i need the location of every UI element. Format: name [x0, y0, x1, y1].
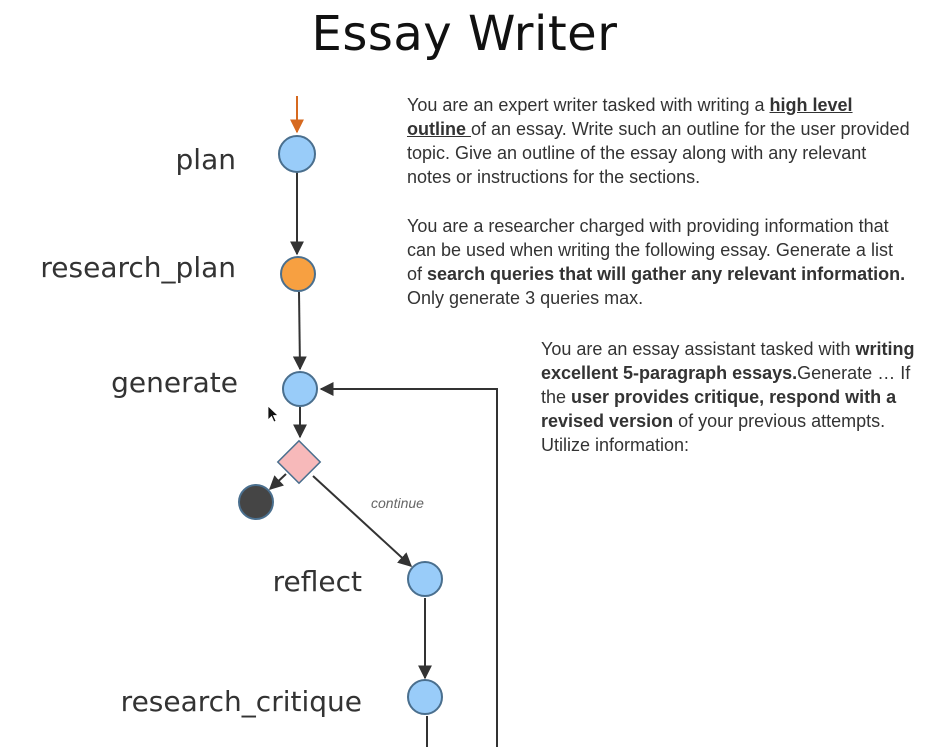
research-plan-prompt-text: You are a researcher charged with provid…	[407, 216, 906, 308]
node-reflect[interactable]	[407, 561, 443, 597]
label-research-critique: research_critique	[121, 685, 362, 718]
label-research-plan: research_plan	[40, 251, 236, 284]
edge-decision-to-end	[268, 473, 287, 490]
edge-loop-back-to-generate	[319, 382, 498, 747]
node-end[interactable]	[238, 484, 274, 520]
node-decision[interactable]	[276, 439, 322, 485]
generate-prompt-text: You are an essay assistant tasked with w…	[541, 339, 915, 455]
cursor-icon	[267, 405, 280, 423]
node-plan[interactable]	[278, 135, 316, 173]
edge-label-continue: continue	[371, 495, 424, 511]
node-generate[interactable]	[282, 371, 318, 407]
node-research-plan[interactable]	[280, 256, 316, 292]
label-reflect: reflect	[273, 565, 362, 598]
label-generate: generate	[111, 366, 238, 399]
node-research-critique[interactable]	[407, 679, 443, 715]
edge-decision-to-reflect	[312, 475, 413, 567]
edge-research-plan-to-generate	[292, 291, 307, 371]
page-title: Essay Writer	[311, 6, 618, 62]
plan-prompt-text: You are an expert writer tasked with wri…	[407, 95, 910, 187]
label-plan: plan	[176, 143, 236, 176]
